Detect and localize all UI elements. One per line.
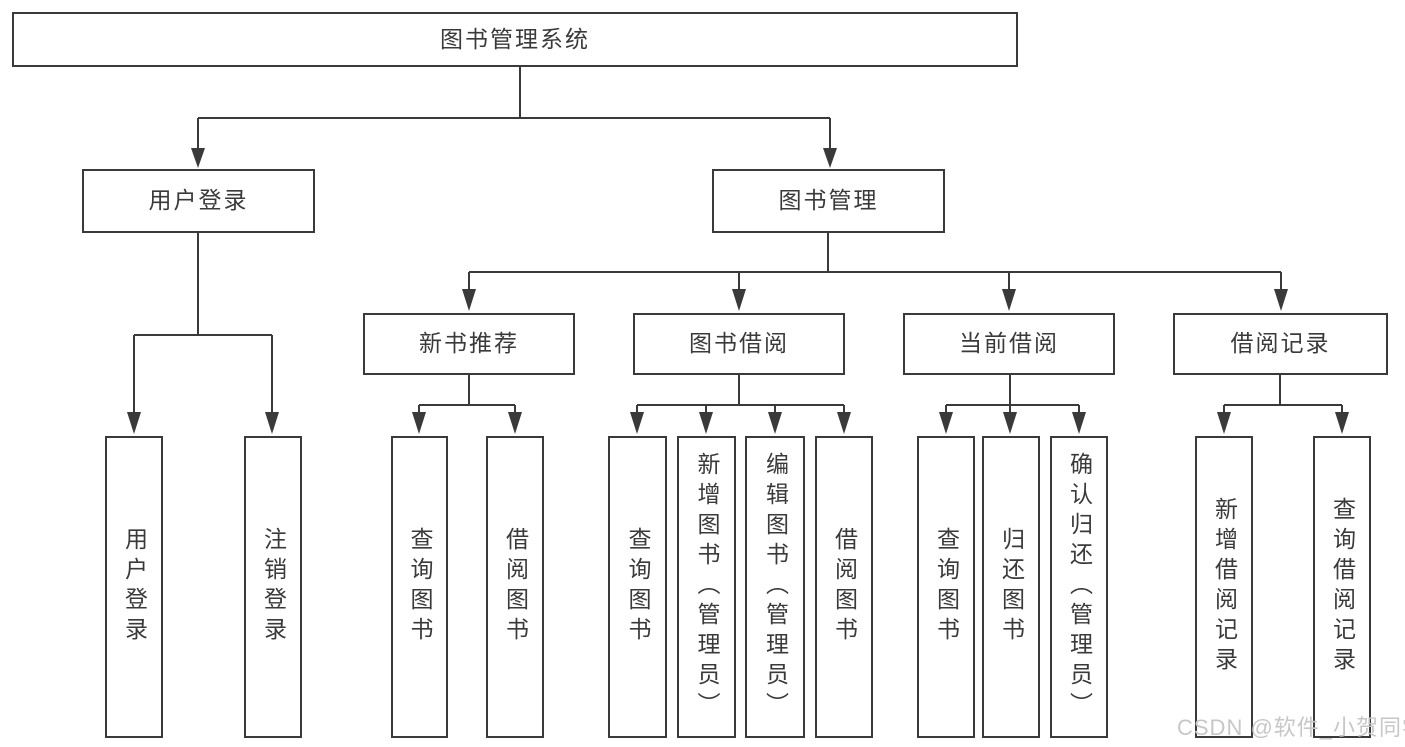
root-box-library-system: 图书管理系统 — [12, 12, 1018, 67]
leaf-box-borrow-books-1: 借阅图书 — [486, 436, 544, 738]
leaf-box-query-books-3: 查询图书 — [917, 436, 975, 738]
leaf-box-borrow-books-2: 借阅图书 — [815, 436, 873, 738]
branch-box-book-management: 图书管理 — [712, 169, 945, 233]
leaf-box-logout: 注销登录 — [244, 436, 302, 738]
branch-box-user-login: 用户登录 — [82, 169, 315, 233]
group-box-current-borrow: 当前借阅 — [903, 313, 1115, 375]
group-box-new-book-recommend: 新书推荐 — [363, 313, 575, 375]
connector-borrow-record-children — [1217, 375, 1349, 434]
connector-root-to-level2 — [191, 67, 837, 168]
group-box-book-borrow: 图书借阅 — [633, 313, 845, 375]
leaf-box-edit-books-admin: 编辑图书（管理员） — [745, 436, 805, 738]
connector-current-borrow-children — [939, 375, 1086, 434]
connector-book-management-groups — [462, 233, 1288, 311]
leaf-box-add-borrow-record: 新增借阅记录 — [1195, 436, 1253, 738]
leaf-box-return-books: 归还图书 — [982, 436, 1040, 738]
leaf-box-query-books-1: 查询图书 — [391, 436, 448, 738]
csdn-watermark: CSDN @软件_小贺同学 — [1177, 715, 1405, 740]
connector-book-borrow-children — [630, 375, 851, 434]
connector-new-book-children — [412, 375, 522, 434]
leaf-box-user-login: 用户登录 — [105, 436, 163, 738]
leaf-box-confirm-return-admin: 确认归还（管理员） — [1050, 436, 1108, 738]
connector-user-login-children — [127, 233, 279, 434]
leaf-box-query-borrow-record: 查询借阅记录 — [1313, 436, 1371, 738]
leaf-box-query-books-2: 查询图书 — [608, 436, 667, 738]
leaf-box-add-books-admin: 新增图书（管理员） — [677, 436, 736, 738]
group-box-borrow-record: 借阅记录 — [1173, 313, 1388, 375]
